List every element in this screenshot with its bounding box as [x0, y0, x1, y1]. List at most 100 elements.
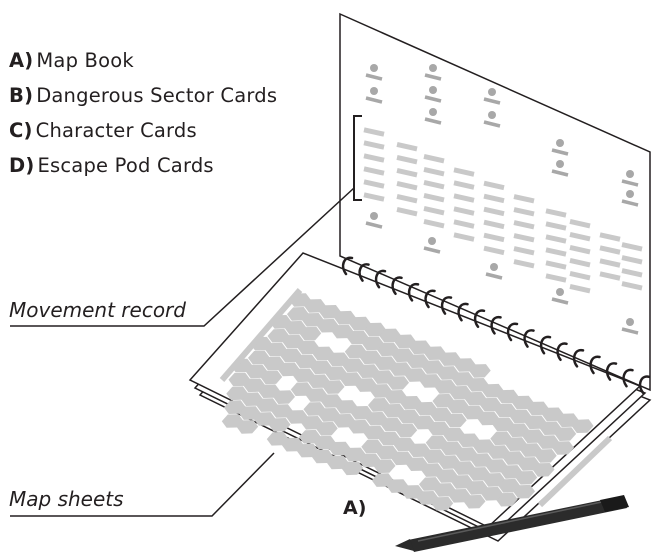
spiral-ring [572, 348, 585, 368]
pawn-icon [429, 64, 437, 72]
record-row-mark [423, 219, 445, 229]
pawn-icon [370, 64, 378, 72]
pawn-icon [370, 87, 378, 95]
hex-tile [322, 380, 345, 394]
hex-tile [431, 496, 454, 511]
record-row-mark [483, 219, 505, 230]
legend-item-a: A)Map Book [9, 50, 134, 72]
record-row-mark [569, 271, 591, 281]
spiral-ring [605, 362, 618, 381]
map-page-edge-band [219, 288, 303, 382]
record-row-mark [396, 155, 418, 165]
spiral-ring [457, 302, 469, 322]
spiral-ring [440, 296, 453, 315]
movement-record-marks [363, 64, 643, 335]
record-row-mark [621, 281, 643, 291]
spiral-ring [523, 329, 535, 348]
pawn-icon-base [365, 73, 383, 81]
pawn-icon [556, 288, 564, 296]
pawn-icon [488, 88, 496, 96]
record-row-mark [363, 179, 385, 189]
hex-tile [532, 462, 555, 477]
record-row-mark [483, 180, 505, 191]
record-row-mark [453, 167, 475, 177]
record-row-mark [396, 168, 418, 178]
pawn-icon-base [483, 120, 501, 128]
pen-icon [395, 495, 629, 552]
hex-tile [395, 423, 418, 438]
hex-tile [268, 417, 291, 432]
hex-tile [554, 427, 577, 442]
spiral-ring [556, 342, 568, 362]
record-row-mark [423, 193, 445, 203]
pawn-icon-base [423, 246, 441, 254]
pawn-icon [428, 237, 436, 245]
hex-tile [496, 492, 518, 507]
hex-tile [341, 461, 364, 476]
hex-tile [273, 390, 296, 405]
map-page-edge-band [537, 435, 613, 508]
spiral-ring [358, 263, 370, 282]
record-row-mark [569, 245, 591, 255]
record-row-mark [621, 255, 643, 265]
movement-record-bracket [353, 115, 362, 201]
hex-tile [373, 459, 396, 474]
record-row-mark [569, 232, 591, 242]
hex-tile [299, 326, 322, 341]
pawn-icon [429, 86, 437, 94]
pawn-icon [626, 190, 634, 198]
pawn-icon-base [424, 73, 442, 81]
pawn-icon [429, 108, 437, 116]
record-row-mark [569, 258, 591, 268]
movement-record-leader [10, 187, 355, 327]
pawn-icon-base [551, 169, 569, 177]
record-row-mark [569, 284, 591, 294]
record-row-mark [545, 221, 567, 231]
record-row-mark [483, 206, 505, 217]
hex-tile [571, 419, 594, 434]
pawn-icon-base [424, 95, 442, 103]
record-row-mark [599, 245, 621, 255]
legend-item-b: B)Dangerous Sector Cards [9, 85, 277, 107]
pawn-icon-base [424, 117, 442, 125]
spiral-ring [589, 355, 601, 375]
record-row-mark [483, 232, 505, 243]
legend-item-c: C)Character Cards [9, 120, 197, 142]
pawn-icon-base [621, 327, 639, 335]
spiral-ring [391, 276, 403, 296]
record-row-mark [363, 153, 385, 163]
record-row-mark [569, 219, 591, 229]
hex-tile [236, 420, 259, 434]
record-row-mark [363, 127, 385, 137]
record-row-mark [423, 167, 445, 177]
legend-label: Escape Pod Cards [37, 154, 214, 177]
record-row-mark [423, 154, 445, 164]
hex-tile [469, 364, 491, 378]
hex-tile [463, 494, 486, 509]
pawn-icon-base [365, 221, 383, 229]
pawn-icon [490, 263, 498, 271]
record-row-mark [483, 245, 505, 256]
spiral-ring [341, 256, 354, 276]
spiral-ring [638, 375, 651, 395]
hex-tile [387, 376, 410, 390]
spiral-ring [374, 269, 387, 289]
record-row-mark [363, 166, 385, 176]
pawn-icon [370, 212, 378, 220]
legend-key: B) [9, 84, 34, 107]
record-row-mark [599, 271, 621, 281]
legend-item-d: D)Escape Pod Cards [9, 155, 214, 177]
record-row-mark [513, 194, 535, 204]
record-row-mark [513, 220, 535, 230]
movement-record-page [339, 12, 651, 392]
record-row-mark [621, 242, 643, 252]
legend-key: C) [9, 119, 33, 142]
hex-tile [260, 370, 283, 385]
record-row-mark [453, 219, 475, 229]
record-row-mark [545, 247, 567, 257]
spiral-ring [622, 368, 634, 388]
pawn-icon-base [483, 97, 501, 105]
record-row-mark [363, 140, 385, 150]
